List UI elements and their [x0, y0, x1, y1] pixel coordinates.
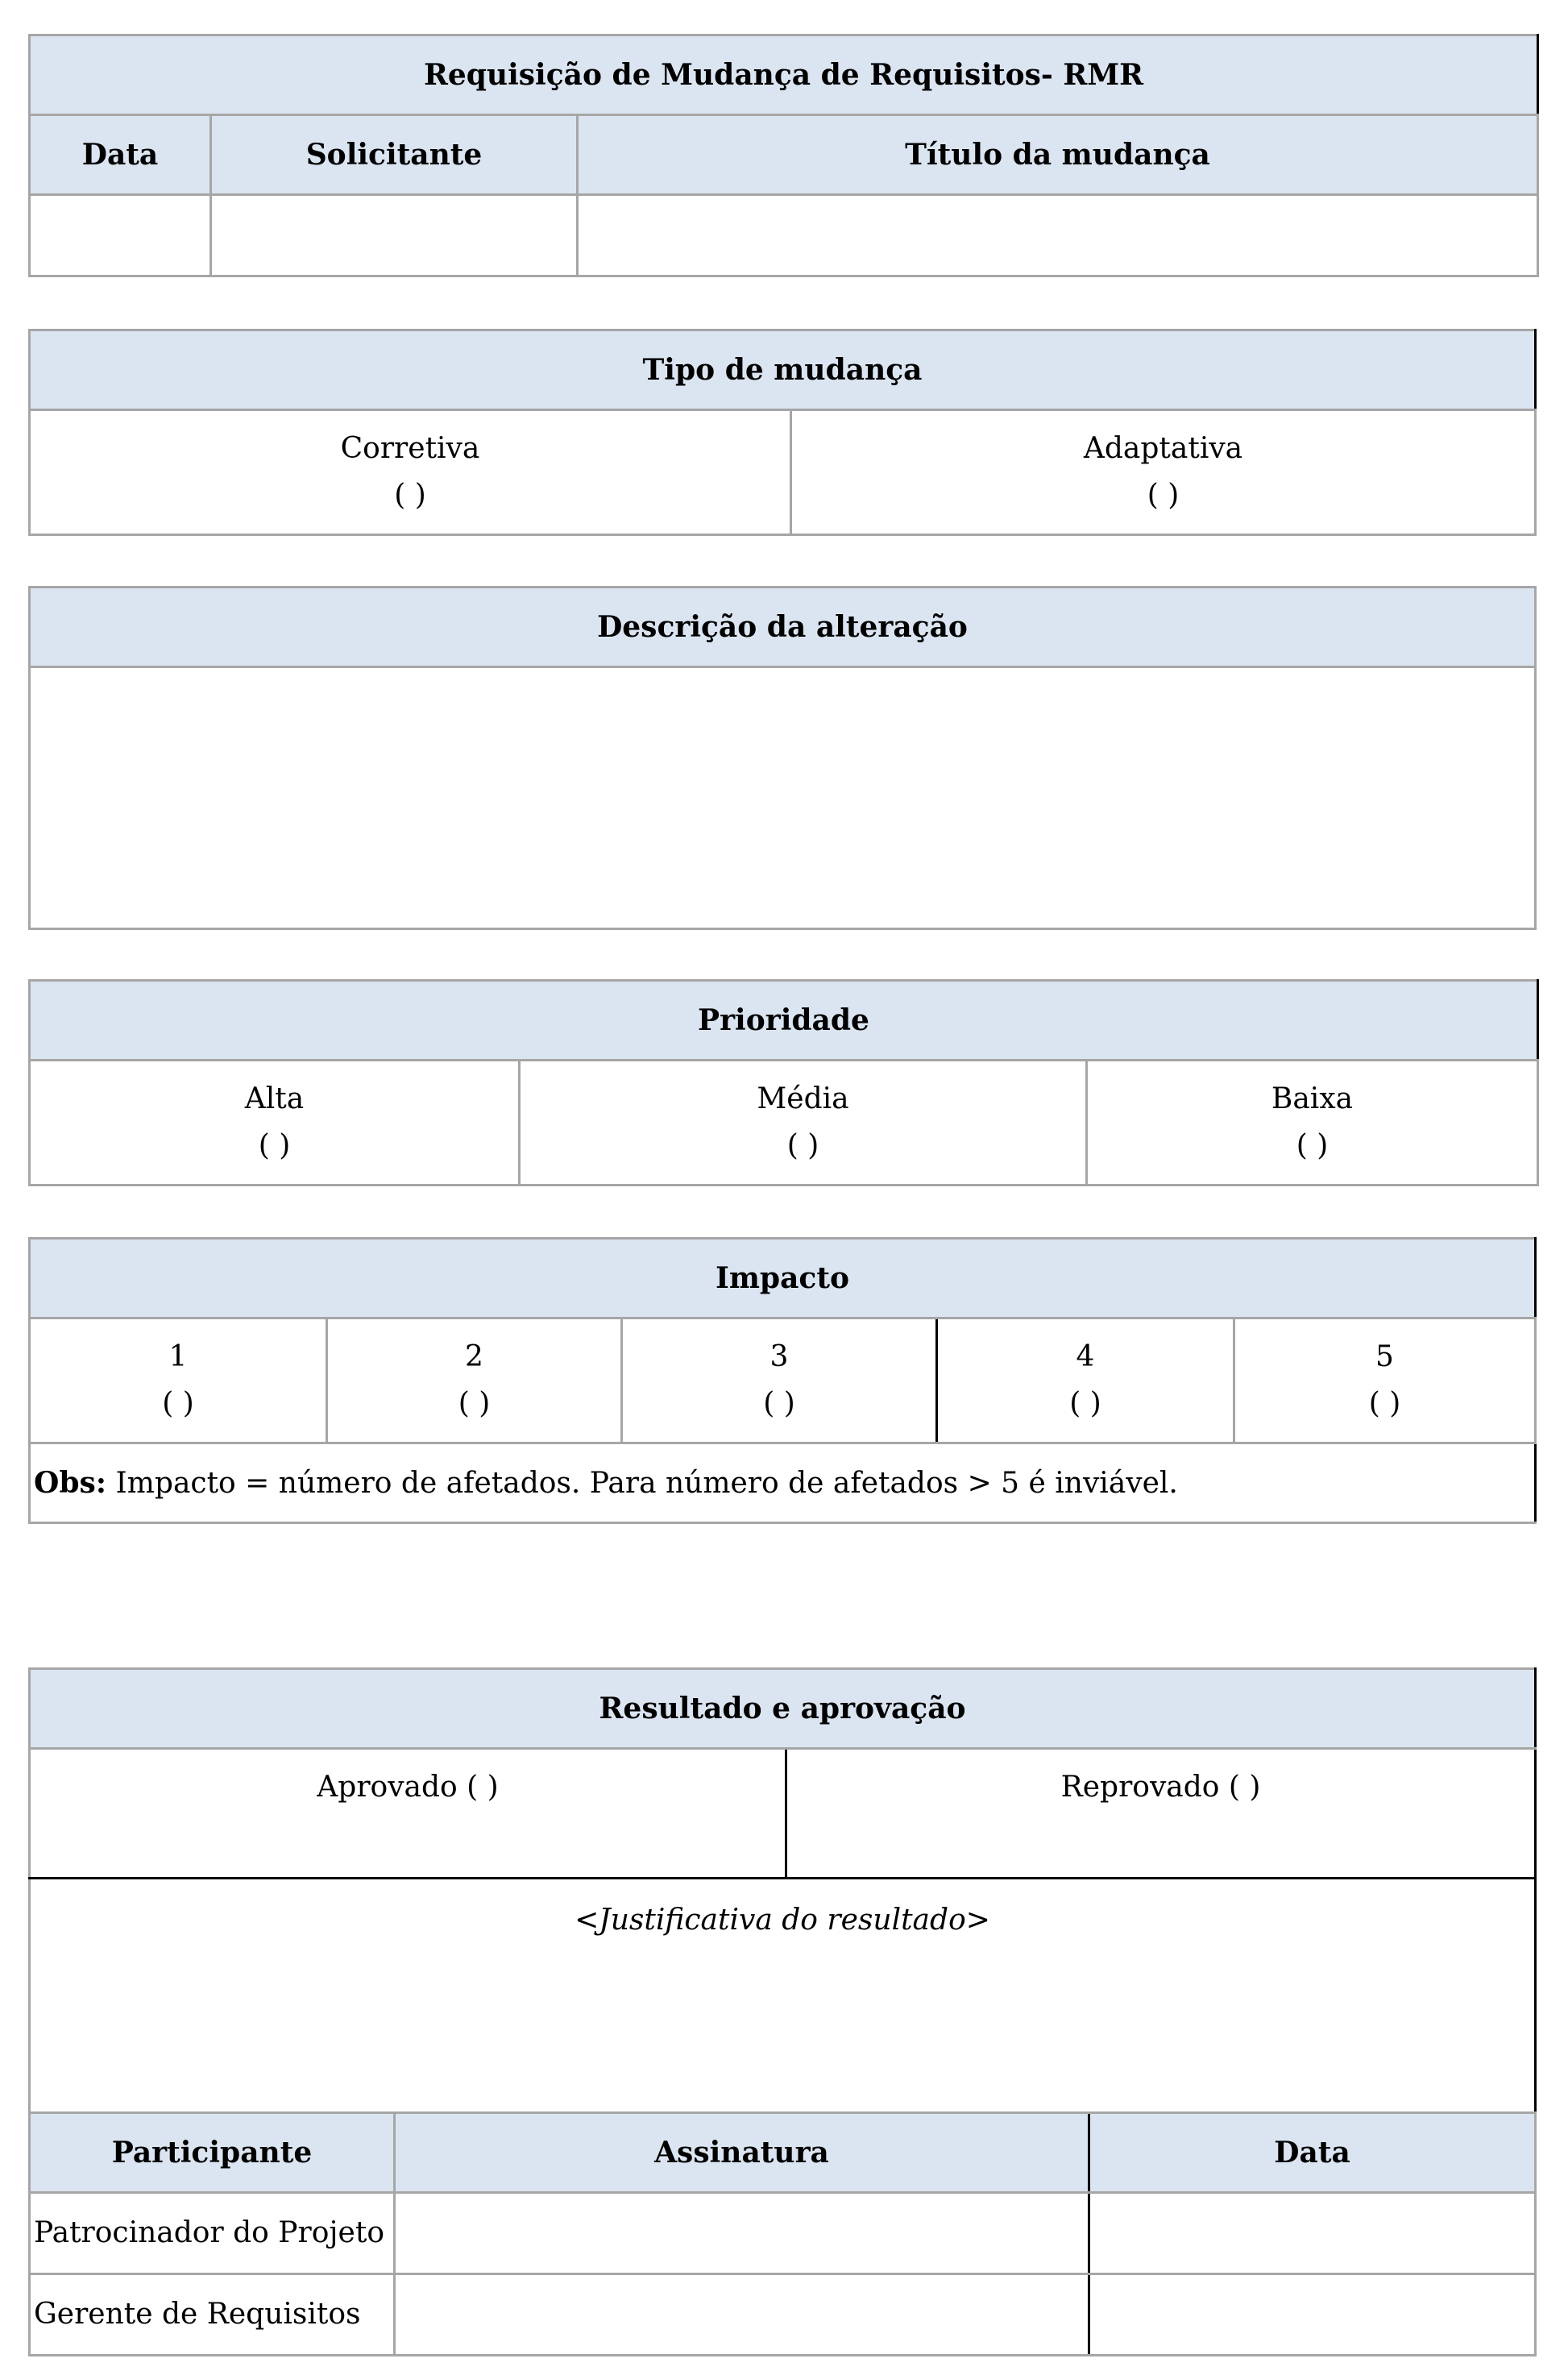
option-media[interactable]: Média ( )	[518, 1059, 1088, 1186]
checkbox-mark[interactable]: ( )	[786, 1129, 819, 1162]
rmr-header-table: Requisição de Mudança de Requisitos- RMR…	[27, 34, 1540, 277]
descricao-title: Descrição da alteração	[28, 586, 1537, 668]
data-field[interactable]	[1087, 2273, 1537, 2356]
option-label: Alta	[244, 1082, 305, 1115]
assinatura-field[interactable]	[393, 2273, 1090, 2356]
solicitante-field[interactable]	[209, 193, 579, 277]
column-solicitante: Solicitante	[209, 114, 579, 196]
option-aprovado[interactable]: Aprovado ( )	[28, 1747, 787, 1879]
impacto-title: Impacto	[27, 1237, 1537, 1319]
descricao-field[interactable]	[28, 666, 1537, 930]
checkbox-mark[interactable]: ( )	[394, 479, 426, 512]
column-titulo: Título da mudança	[575, 114, 1540, 196]
option-impacto-1[interactable]: 1 ( )	[28, 1317, 328, 1444]
tipo-mudanca-table: Tipo de mudança Corretiva ( ) Adaptativa…	[27, 329, 1537, 536]
resultado-title: Resultado e aprovação	[27, 1667, 1537, 1750]
option-impacto-3[interactable]: 3 ( )	[620, 1317, 938, 1444]
tipo-mudanca-title: Tipo de mudança	[27, 329, 1537, 411]
option-label: 3	[769, 1340, 789, 1373]
option-label: 1	[168, 1340, 188, 1373]
checkbox-mark[interactable]: ( )	[1069, 1387, 1101, 1420]
option-baixa[interactable]: Baixa ( )	[1085, 1059, 1539, 1186]
checkbox-mark[interactable]: ( )	[1147, 479, 1180, 512]
form-title: Requisição de Mudança de Requisitos- RMR	[27, 34, 1540, 116]
option-impacto-4[interactable]: 4 ( )	[935, 1317, 1235, 1444]
impacto-obs: Obs: Impacto = número de afetados. Para …	[27, 1442, 1537, 1524]
justificativa-field[interactable]: <Justificativa do resultado>	[27, 1877, 1537, 2114]
option-label: Média	[757, 1082, 849, 1115]
option-impacto-2[interactable]: 2 ( )	[326, 1317, 623, 1444]
impacto-table: Impacto 1 ( ) 2 ( ) 3 ( ) 4 ( ) 5 ( ) Ob…	[27, 1237, 1537, 1524]
option-reprovado[interactable]: Reprovado ( )	[784, 1747, 1537, 1879]
column-data: Data	[1087, 2111, 1537, 2194]
option-alta[interactable]: Alta ( )	[28, 1059, 521, 1186]
assinatura-field[interactable]	[393, 2191, 1090, 2275]
participant-patrocinador: Patrocinador do Projeto	[28, 2191, 396, 2275]
descricao-table: Descrição da alteração	[28, 586, 1537, 930]
checkbox-mark[interactable]: ( )	[1368, 1387, 1401, 1420]
column-participante: Participante	[28, 2111, 396, 2194]
prioridade-title: Prioridade	[28, 979, 1539, 1061]
option-label: 2	[465, 1340, 483, 1373]
titulo-field[interactable]	[575, 193, 1540, 277]
participant-gerente: Gerente de Requisitos	[28, 2273, 396, 2356]
obs-label: Obs:	[34, 1465, 107, 1500]
prioridade-table: Prioridade Alta ( ) Média ( ) Baixa ( )	[28, 979, 1539, 1186]
data-field[interactable]	[1087, 2191, 1537, 2275]
checkbox-mark[interactable]: ( )	[162, 1387, 194, 1420]
option-corretiva[interactable]: Corretiva ( )	[28, 409, 792, 536]
checkbox-mark[interactable]: ( )	[458, 1387, 491, 1420]
option-label: Adaptativa	[1083, 432, 1243, 465]
option-label: Baixa	[1271, 1082, 1354, 1115]
checkbox-mark[interactable]: ( )	[763, 1387, 795, 1420]
option-impacto-5[interactable]: 5 ( )	[1232, 1317, 1537, 1444]
checkbox-mark[interactable]: ( )	[258, 1129, 291, 1162]
obs-text: Impacto = número de afetados. Para númer…	[106, 1466, 1178, 1500]
resultado-table: Resultado e aprovação Aprovado ( ) Repro…	[27, 1667, 1537, 2356]
option-adaptativa[interactable]: Adaptativa ( )	[789, 409, 1537, 536]
option-label: Corretiva	[340, 432, 480, 465]
column-assinatura: Assinatura	[393, 2111, 1090, 2194]
column-data: Data	[28, 114, 212, 196]
checkbox-mark[interactable]: ( )	[1296, 1129, 1329, 1162]
option-label: 4	[1076, 1340, 1095, 1373]
option-label: 5	[1375, 1340, 1394, 1373]
data-field[interactable]	[28, 193, 212, 277]
